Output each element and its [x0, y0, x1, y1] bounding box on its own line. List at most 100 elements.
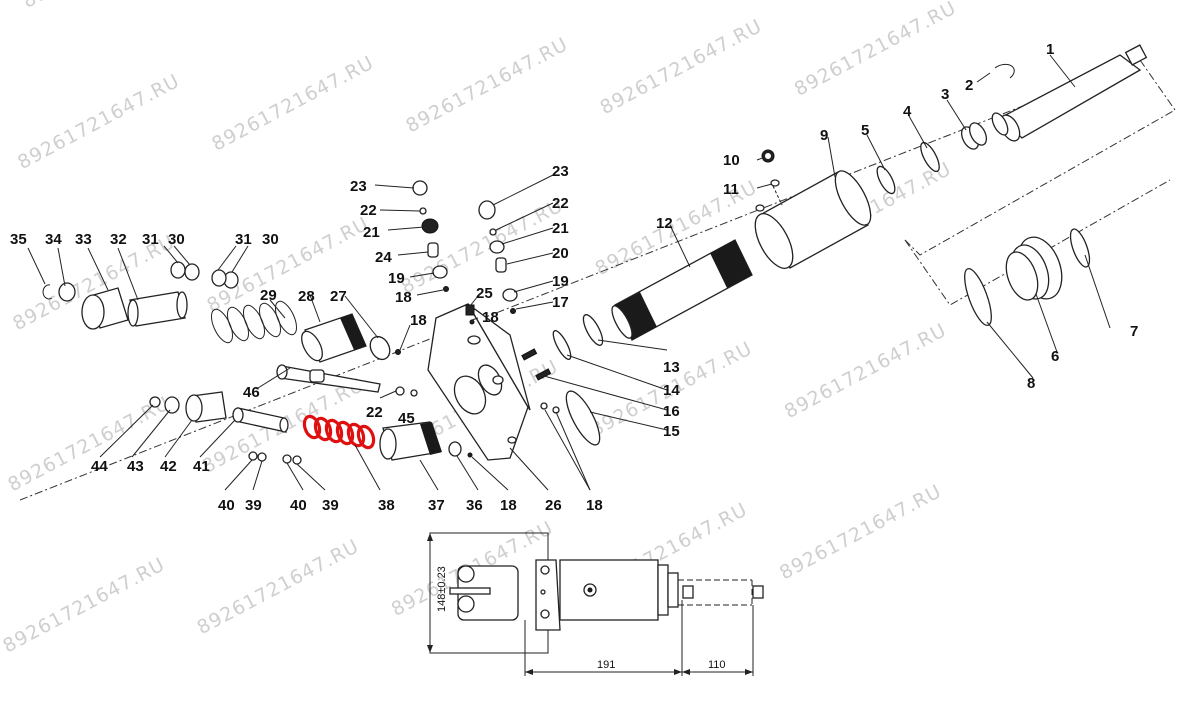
- callout-12: 12: [656, 215, 673, 232]
- leader-lines: [27, 54, 1111, 491]
- svg-text:89261721647.RU: 89261721647.RU: [194, 535, 363, 639]
- callout-19b: 19: [552, 273, 569, 290]
- ring-part-30a: [184, 263, 200, 281]
- callout-40b: 40: [290, 497, 307, 514]
- pin-part-16b: [535, 368, 552, 381]
- sleeve-part-42: [185, 391, 227, 423]
- callout-25: 25: [476, 285, 493, 302]
- plug-part-10: [761, 149, 775, 163]
- washer-part-36: [448, 441, 462, 457]
- callout-15: 15: [663, 423, 680, 440]
- snap-ring-part-44: [149, 396, 161, 408]
- callout-42: 42: [160, 458, 177, 475]
- callout-18a: 18: [395, 289, 412, 306]
- shaft-part-46: [276, 364, 381, 393]
- callout-37: 37: [428, 497, 445, 514]
- sleeve-part-33: [81, 287, 129, 330]
- center-axes: [19, 59, 1176, 501]
- washer-part-43: [164, 396, 180, 414]
- callout-28: 28: [298, 288, 315, 305]
- bushing-part-3: [960, 122, 988, 150]
- callout-18b: 18: [482, 309, 499, 326]
- snap-ring-part-2: [994, 63, 1015, 79]
- svg-text:89261721647.RU: 89261721647.RU: [776, 480, 945, 584]
- callout-21a: 21: [363, 224, 380, 241]
- svg-text:89261721647.RU: 89261721647.RU: [791, 0, 960, 101]
- callout-18e: 18: [586, 497, 603, 514]
- svg-text:89261721647.RU: 89261721647.RU: [0, 553, 169, 657]
- callout-6: 6: [1051, 348, 1059, 365]
- washer-part-22c: [395, 386, 405, 396]
- callout-29: 29: [260, 287, 277, 304]
- valve-block-part-26: [427, 303, 531, 461]
- callout-27: 27: [330, 288, 347, 305]
- svg-text:89261721647.RU: 89261721647.RU: [781, 319, 950, 423]
- callout-40a: 40: [218, 497, 235, 514]
- pump-part-12: [611, 239, 753, 341]
- callout-43: 43: [127, 458, 144, 475]
- svg-text:89261721647.RU: 89261721647.RU: [19, 0, 188, 13]
- dimension-length-191: 191: [597, 659, 615, 671]
- ring-part-40a: [248, 451, 258, 461]
- nut-part-28: [301, 313, 367, 363]
- callout-1: 1: [1046, 41, 1054, 58]
- callout-20: 20: [552, 245, 569, 262]
- callout-14: 14: [663, 382, 680, 399]
- callout-26: 26: [545, 497, 562, 514]
- nut-part-37: [379, 421, 442, 461]
- ring-part-31a: [170, 261, 186, 279]
- seal-part-13: [582, 314, 604, 346]
- washer-part-27: [369, 335, 391, 361]
- callout-44: 44: [91, 458, 108, 475]
- callout-32: 32: [110, 231, 127, 248]
- callout-39a: 39: [245, 497, 262, 514]
- callout-21b: 21: [552, 220, 569, 237]
- callout-30a: 30: [168, 231, 185, 248]
- callout-3: 3: [941, 86, 949, 103]
- callout-36: 36: [466, 497, 483, 514]
- shaft-part-41: [232, 407, 289, 433]
- callout-18d: 18: [500, 497, 517, 514]
- oring-part-8: [964, 267, 992, 327]
- callout-19a: 19: [388, 270, 405, 287]
- shaft-part-32: [127, 291, 188, 327]
- callout-8: 8: [1027, 375, 1035, 392]
- valve-stack-right: [478, 200, 518, 314]
- callout-34: 34: [45, 231, 62, 248]
- washer-part-34: [58, 282, 76, 302]
- seal-part-15: [565, 390, 601, 446]
- callout-38: 38: [378, 497, 395, 514]
- ring-part-40b: [282, 454, 292, 464]
- callout-5: 5: [861, 122, 869, 139]
- seal-part-4: [920, 141, 940, 173]
- callout-31b: 31: [235, 231, 252, 248]
- motor-part-1: [991, 44, 1148, 142]
- callout-18c: 18: [410, 312, 427, 329]
- spring-part-38-highlighted: [302, 414, 376, 450]
- pin-part-16a: [521, 348, 538, 361]
- callout-22b: 22: [552, 195, 569, 212]
- svg-text:89261721647.RU: 89261721647.RU: [203, 213, 372, 317]
- callout-17: 17: [552, 294, 569, 311]
- snap-ring-part-35: [42, 284, 53, 300]
- seal-part-5: [876, 165, 896, 195]
- washer-part-11: [770, 179, 780, 187]
- spring-part-29: [210, 300, 298, 344]
- callout-7: 7: [1130, 323, 1138, 340]
- callout-39b: 39: [322, 497, 339, 514]
- callout-13: 13: [663, 359, 680, 376]
- callout-labels: 1 2 3 4 5 6 7 8 9 10 11 12 13 14 15 16 1…: [10, 41, 1138, 514]
- ring-part-39b: [292, 455, 302, 465]
- callout-45: 45: [398, 410, 415, 427]
- callout-9: 9: [820, 127, 828, 144]
- callout-31a: 31: [142, 231, 159, 248]
- svg-text:89261721647.RU: 89261721647.RU: [208, 52, 377, 156]
- callout-11: 11: [723, 181, 739, 198]
- callout-10: 10: [723, 152, 740, 169]
- ring-part-31b: [211, 269, 227, 287]
- tank-part-9: [754, 170, 872, 269]
- callout-4: 4: [903, 103, 912, 120]
- svg-text:89261721647.RU: 89261721647.RU: [4, 392, 173, 496]
- callout-35: 35: [10, 231, 27, 248]
